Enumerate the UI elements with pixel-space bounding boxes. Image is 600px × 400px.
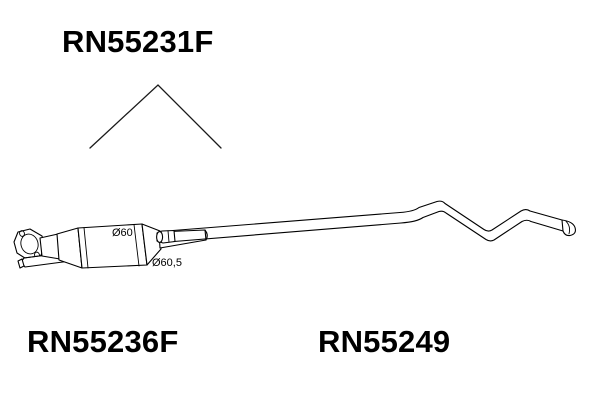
- flange-bore: [20, 233, 39, 255]
- connecting-pipe-drawing: Ø60,5: [152, 200, 576, 269]
- muffler-outlet-diameter-label: Ø60: [112, 227, 133, 239]
- muffler-seam-right: [133, 224, 140, 267]
- muffler-body: [77, 223, 148, 269]
- right-part-code-label: RN55249: [318, 324, 450, 359]
- assembly-code-label: RN55231F: [62, 24, 214, 59]
- muffler-outlet-cone: [141, 223, 162, 266]
- left-part-code-label: RN55236F: [27, 324, 179, 359]
- pipe-tail-bore-seam: [565, 220, 571, 235]
- pipe-outline-top: [172, 200, 563, 232]
- flange-bolt-hole-upper: [19, 230, 25, 237]
- pipe-inlet-diameter-label: Ø60,5: [152, 257, 182, 269]
- pipe-inlet-socket: [156, 229, 176, 244]
- pipe-inlet-bore: [156, 231, 164, 243]
- pipe-body: [172, 200, 564, 243]
- pipe-outline-bottom: [173, 210, 564, 243]
- pipe-tail-end: [561, 219, 576, 237]
- assembly-chevron-pointer: [89, 84, 222, 149]
- muffler-seam-left: [83, 227, 89, 269]
- pipe-cuff-seam: [167, 230, 170, 243]
